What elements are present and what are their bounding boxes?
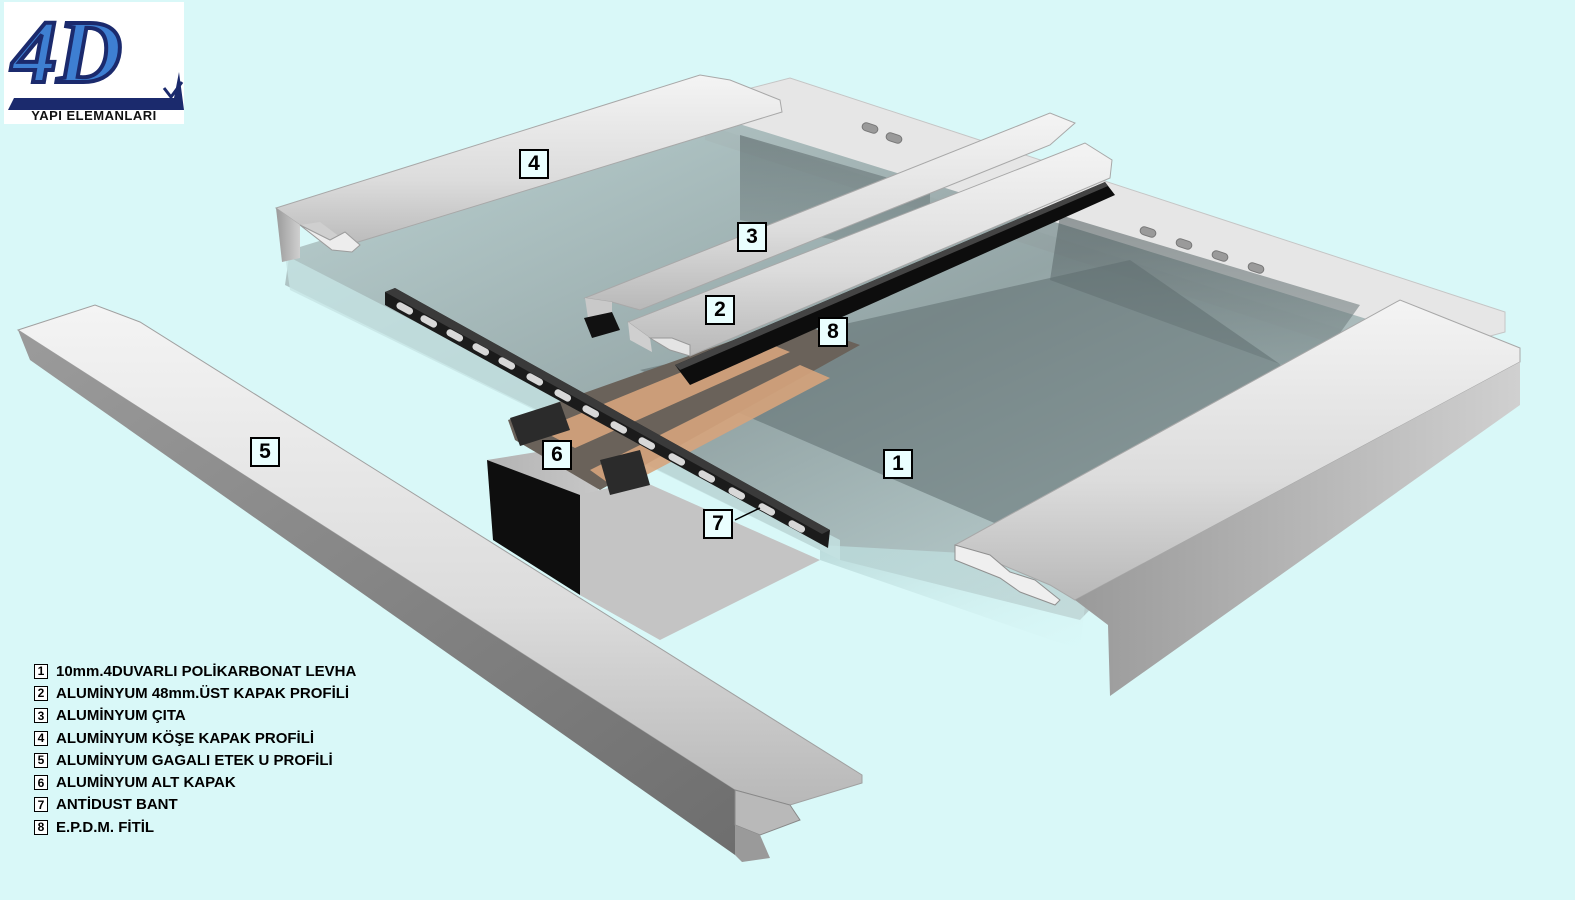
legend-number: 6 bbox=[34, 775, 48, 791]
legend-number: 4 bbox=[34, 730, 48, 746]
legend-item: 1 10mm.4DUVARLI POLİKARBONAT LEVHA bbox=[34, 660, 356, 682]
legend-item: 7 ANTİDUST BANT bbox=[34, 794, 356, 816]
callout-7: 7 bbox=[703, 509, 733, 539]
slat-profile bbox=[583, 112, 1076, 338]
top-cover-profile bbox=[626, 142, 1113, 357]
frame-slots bbox=[861, 122, 1265, 274]
callout-8: 8 bbox=[818, 317, 848, 347]
legend-item: 2 ALUMİNYUM 48mm.ÜST KAPAK PROFİLİ bbox=[34, 682, 356, 704]
skirt-u-profile bbox=[16, 304, 863, 862]
antidust-tape bbox=[385, 288, 830, 548]
legend-text: ALUMİNYUM GAGALI ETEK U PROFİLİ bbox=[56, 751, 333, 769]
legend-text: ALUMİNYUM ALT KAPAK bbox=[56, 774, 236, 792]
legend-item: 6 ALUMİNYUM ALT KAPAK bbox=[34, 771, 356, 793]
parts-legend: 1 10mm.4DUVARLI POLİKARBONAT LEVHA 2 ALU… bbox=[34, 660, 356, 838]
legend-item: 3 ALUMİNYUM ÇITA bbox=[34, 705, 356, 727]
callout-4: 4 bbox=[519, 149, 549, 179]
support-beam bbox=[487, 445, 820, 640]
callout-2: 2 bbox=[705, 295, 735, 325]
legend-text: ALUMİNYUM KÖŞE KAPAK PROFİLİ bbox=[56, 729, 315, 747]
callout-6: 6 bbox=[542, 440, 572, 470]
legend-item: 4 ALUMİNYUM KÖŞE KAPAK PROFİLİ bbox=[34, 727, 356, 749]
legend-number: 3 bbox=[34, 708, 48, 724]
legend-number: 8 bbox=[34, 819, 48, 835]
legend-text: E.P.D.M. FİTİL bbox=[56, 818, 155, 836]
legend-item: 8 E.P.D.M. FİTİL bbox=[34, 816, 356, 838]
logo-caption: YAPI ELEMANLARI bbox=[31, 108, 157, 123]
legend-item: 5 ALUMİNYUM GAGALI ETEK U PROFİLİ bbox=[34, 749, 356, 771]
legend-text: ALUMİNYUM ÇITA bbox=[56, 707, 186, 725]
legend-text: 10mm.4DUVARLI POLİKARBONAT LEVHA bbox=[56, 662, 357, 680]
epdm-gasket bbox=[675, 182, 1115, 385]
legend-number: 5 bbox=[34, 752, 48, 768]
legend-text: ANTİDUST BANT bbox=[56, 796, 178, 814]
legend-number: 1 bbox=[34, 663, 48, 679]
logo-mark: 4D bbox=[8, 2, 184, 110]
legend-number: 2 bbox=[34, 685, 48, 701]
callout-5: 5 bbox=[250, 437, 280, 467]
front-corner-cover-profile bbox=[953, 299, 1521, 696]
legend-text: ALUMİNYUM 48mm.ÜST KAPAK PROFİLİ bbox=[56, 684, 350, 702]
callout-7-leader bbox=[734, 507, 761, 521]
callout-3: 3 bbox=[737, 222, 767, 252]
callout-1: 1 bbox=[883, 449, 913, 479]
legend-number: 7 bbox=[34, 797, 48, 813]
logo-text: 4D bbox=[10, 3, 122, 102]
company-logo: 4D YAPI ELEMANLARI bbox=[4, 2, 184, 124]
